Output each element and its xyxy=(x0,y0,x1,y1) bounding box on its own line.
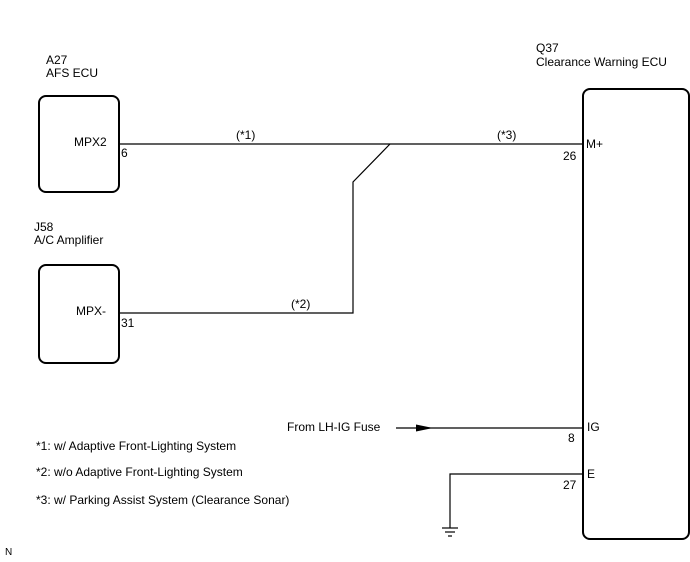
source-label: From LH-IG Fuse xyxy=(287,420,381,434)
cw-pin-number-ig: 8 xyxy=(568,431,575,445)
afs-pin-number: 6 xyxy=(121,146,128,160)
ac-pin-number: 31 xyxy=(121,316,135,330)
wire-label-2: (*2) xyxy=(291,297,311,311)
cw-ecu-name: Clearance Warning ECU xyxy=(536,55,667,69)
wire-label-1: (*1) xyxy=(236,128,256,142)
corner-mark: N xyxy=(5,547,13,558)
cw-pin-name-mplus: M+ xyxy=(586,137,604,151)
wire-ground xyxy=(449,473,583,528)
note-2: *2: w/o Adaptive Front-Lighting System xyxy=(36,465,243,479)
wire-label-3: (*3) xyxy=(497,128,517,142)
ground-icon xyxy=(442,527,458,537)
cw-pin-number-mplus: 26 xyxy=(563,149,577,163)
cw-ecu-box xyxy=(582,88,690,540)
note-3: *3: w/ Parking Assist System (Clearance … xyxy=(36,493,290,507)
ac-pin-name: MPX- xyxy=(76,304,106,318)
cw-pin-name-e: E xyxy=(587,467,596,481)
cw-pin-number-e: 27 xyxy=(563,478,577,492)
afs-ecu-name: AFS ECU xyxy=(46,66,99,80)
cw-ecu-code: Q37 xyxy=(536,41,559,55)
ac-amplifier-code: J58 xyxy=(34,220,54,234)
note-1: *1: w/ Adaptive Front-Lighting System xyxy=(36,439,237,453)
ac-amplifier-box xyxy=(38,264,120,364)
wire-mpx-branch xyxy=(120,143,391,314)
afs-pin-name: MPX2 xyxy=(74,135,107,149)
afs-ecu-code: A27 xyxy=(46,53,68,67)
cw-pin-name-ig: IG xyxy=(587,420,600,434)
ac-amplifier-name: A/C Amplifier xyxy=(34,233,104,247)
arrow-ig xyxy=(416,424,433,432)
afs-ecu-box xyxy=(38,95,120,193)
